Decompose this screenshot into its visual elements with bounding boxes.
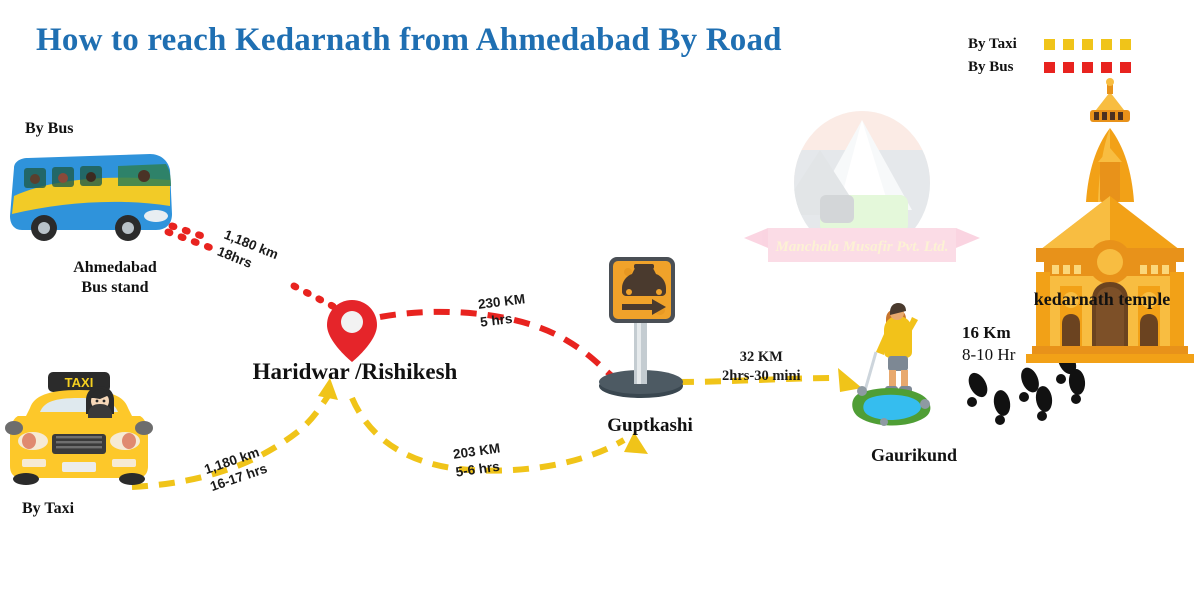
map-pin-icon (327, 300, 377, 362)
svg-text:TAXI: TAXI (65, 375, 94, 390)
mode-label-taxi: By Taxi (22, 500, 75, 517)
pond-icon (852, 386, 931, 426)
legend-item-taxi: By Taxi (968, 33, 1193, 56)
legend-label-taxi: By Taxi (968, 36, 1017, 52)
segment-label-taxi-guptkashi-gaurikund: 32 KM 2hrs-30 mini (722, 348, 801, 386)
segment-label-taxi-haridwar-guptkashi: 203 KM 5-6 hrs (452, 439, 504, 481)
node-label-haridwar-rishikesh: Haridwar /Rishikesh (252, 359, 458, 384)
node-label-gaurikund: Gaurikund (870, 445, 958, 465)
legend-item-bus: By Bus (968, 56, 1193, 79)
mode-label-bus: By Bus (25, 120, 74, 137)
legend-swatch-taxi (1044, 39, 1131, 50)
node-label-kedarnath-temple: kedarnath temple (1033, 289, 1171, 309)
segment-duration: 8-10 Hr (962, 345, 1016, 365)
node-label-ahmedabad-bus-stand: Ahmedabad Bus stand (35, 258, 195, 299)
segment-duration: 2hrs-30 mini (722, 368, 801, 385)
node-label-line2: Bus stand (81, 279, 149, 297)
segment-distance: 16 Km (962, 323, 1011, 342)
page-title: How to reach Kedarnath from Ahmedabad By… (36, 22, 782, 58)
company-watermark: Manchala Musafir Pvt. Ltd. (744, 111, 980, 262)
taxi-road-sign-icon (599, 257, 683, 398)
legend: By Taxi By Bus (968, 33, 1193, 79)
bus-route-tail (168, 222, 212, 242)
segment-label-bus-haridwar-guptkashi: 230 KM 5 hrs (477, 290, 528, 331)
temple-icon (1026, 78, 1194, 363)
segment-distance: 32 KM (739, 349, 783, 365)
legend-swatch-bus (1044, 62, 1131, 73)
node-label-line1: Ahmedabad (73, 259, 157, 276)
taxi-icon: TAXI (5, 372, 153, 485)
node-label-guptkashi: Guptkashi (607, 415, 693, 436)
legend-label-bus: By Bus (968, 59, 1014, 75)
bus-icon (10, 154, 172, 241)
hiker-icon (862, 303, 918, 396)
watermark-text: Manchala Musafir Pvt. Ltd. (775, 239, 949, 255)
segment-label-trek-gaurikund-kedarnath: 16 Km 8-10 Hr (962, 322, 1015, 366)
